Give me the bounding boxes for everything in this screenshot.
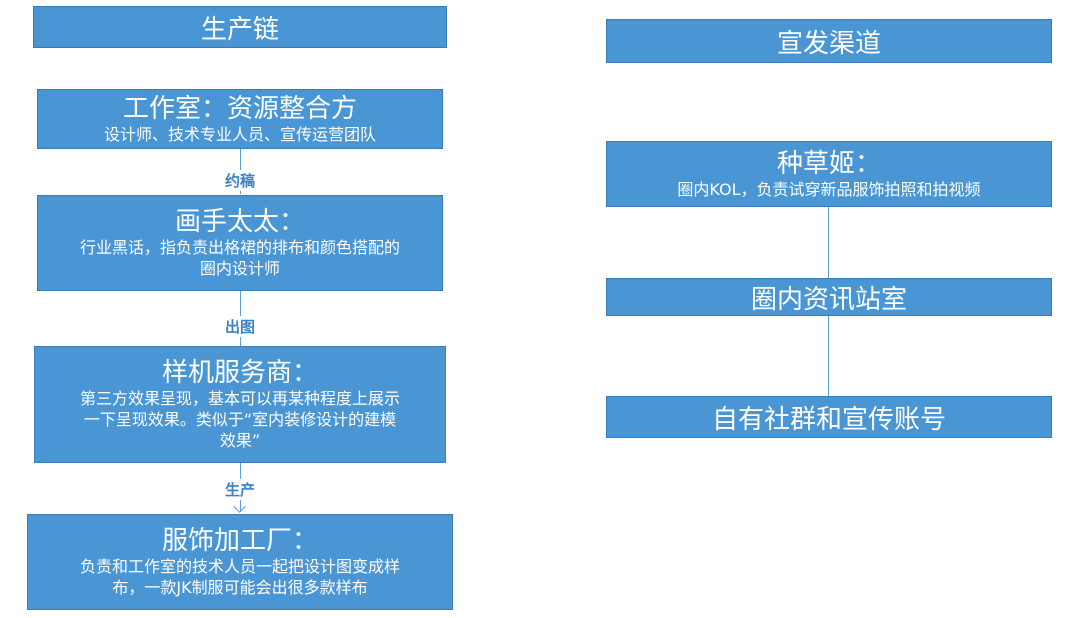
node-studio: 工作室：资源整合方 设计师、技术专业人员、宣传运营团队 [37, 89, 443, 149]
node-sample-desc-line3: 效果” [219, 431, 261, 450]
node-kol-title: 种草姬： [776, 148, 881, 179]
node-artist-desc-line2: 圈内设计师 [199, 259, 280, 278]
node-factory-desc-line1: 负责和工作室的技术人员一起把设计图变成样 [79, 557, 400, 576]
edge-label-production: 生产 [222, 479, 258, 500]
connector-kol-news [828, 206, 829, 278]
node-sample-desc-line1: 第三方效果呈现，基本可以再某种程度上展示 [79, 389, 400, 408]
node-sample-provider: 样机服务商： 第三方效果呈现，基本可以再某种程度上展示 一下呈现效果。类似于“室… [34, 346, 446, 463]
node-own-channels-label: 自有社群和宣传账号 [711, 404, 946, 435]
node-factory-desc-line2: 布，一款JK制服可能会出很多款样布 [112, 578, 368, 597]
edge-label-output: 出图 [222, 316, 258, 337]
node-factory-title: 服饰加工厂： [161, 526, 318, 556]
node-artist-desc-line1: 行业黑话，指负责出格裙的排布和颜色搭配的 [79, 238, 400, 257]
node-artist: 画手太太： 行业黑话，指负责出格裙的排布和颜色搭配的 圈内设计师 [37, 195, 443, 291]
edge-label-commission: 约稿 [222, 170, 258, 191]
header-marketing-channels-label: 宣发渠道 [776, 28, 881, 59]
node-kol: 种草姬： 圈内KOL，负责试穿新品服饰拍照和拍视频 [606, 141, 1052, 207]
node-news-station: 圈内资讯站室 [606, 278, 1052, 316]
node-artist-title: 画手太太： [174, 207, 305, 237]
arrowhead-down-icon [233, 500, 246, 513]
node-kol-desc: 圈内KOL，负责试穿新品服饰拍照和拍视频 [677, 179, 981, 199]
node-studio-title: 工作室：资源整合方 [122, 93, 357, 124]
node-studio-desc: 设计师、技术专业人员、宣传运营团队 [103, 124, 376, 144]
node-sample-title: 样机服务商： [161, 358, 318, 388]
node-factory: 服饰加工厂： 负责和工作室的技术人员一起把设计图变成样 布，一款JK制服可能会出… [27, 514, 453, 610]
node-own-channels: 自有社群和宣传账号 [606, 396, 1052, 438]
node-sample-desc-line2: 一下呈现效果。类似于“室内装修设计的建模 [83, 410, 397, 429]
header-production-chain-label: 生产链 [200, 14, 279, 45]
header-marketing-channels: 宣发渠道 [606, 19, 1052, 63]
node-news-station-label: 圈内资讯站室 [750, 284, 907, 315]
header-production-chain: 生产链 [33, 6, 447, 48]
connector-news-own [828, 316, 829, 396]
